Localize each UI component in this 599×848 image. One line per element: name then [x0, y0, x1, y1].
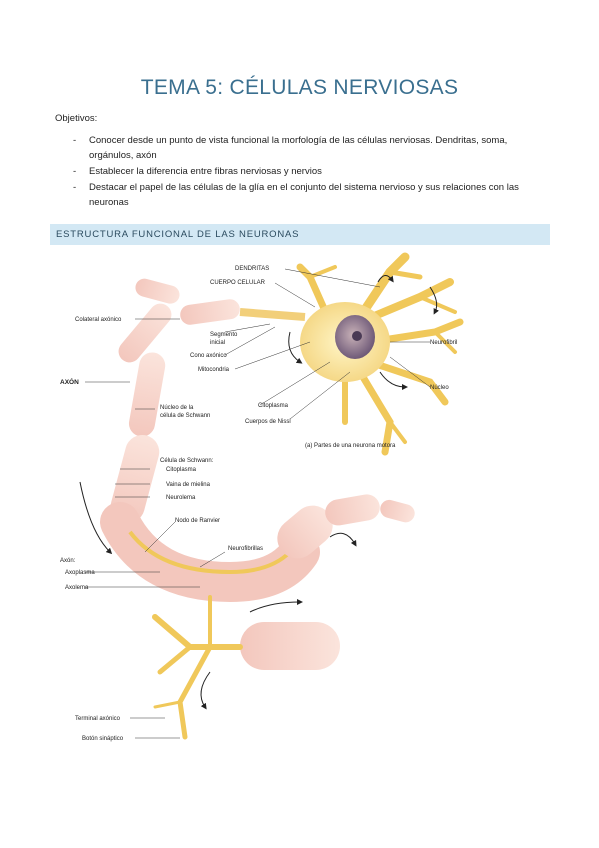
- label-axoplasma: Axoplasma: [65, 570, 95, 576]
- section-header: ESTRUCTURA FUNCIONAL DE LAS NEURONAS: [50, 224, 550, 245]
- label-dendritas: DENDRITAS: [235, 266, 269, 272]
- label-cuerpo-celular: CUERPO CELULAR: [210, 280, 266, 286]
- list-item: -Conocer desde un punto de vista funcion…: [73, 135, 508, 161]
- label-neurofibrillas: Neurofibrillas: [228, 546, 263, 552]
- label-cuerpos-nissl: Cuerpos de Nissl: [245, 419, 291, 425]
- axon-terminals: [152, 595, 243, 740]
- label-axon: AXÓN: [60, 377, 79, 386]
- label-boton: Botón sináptico: [82, 736, 124, 742]
- objectives-label: Objetivos:: [55, 113, 98, 124]
- list-item: -Destacar el papel de las células de la …: [73, 182, 519, 208]
- bullet-dash: -: [73, 182, 77, 193]
- label-neurolema: Neurolema: [166, 495, 196, 501]
- label-cono: Cono axónico: [190, 353, 227, 359]
- bullet-dash: -: [73, 166, 77, 177]
- label-nodo: Nodo de Ranvier: [175, 518, 220, 524]
- label-nucleo: Núcleo: [430, 385, 449, 391]
- label-axolema: Axolema: [65, 585, 89, 591]
- label-celula-schwann: Célula de Schwann:: [160, 458, 214, 464]
- label-citoplasma: Citoplasma: [258, 403, 289, 409]
- bullet-dash: -: [73, 135, 77, 146]
- label-vaina: Vaina de mielina: [166, 482, 211, 488]
- leader-lines: [85, 268, 431, 739]
- neuron-illustration: DENDRITAS CUERPO CELULAR Colateral axóni…: [60, 252, 464, 742]
- label-nucleo-schwann-2: célula de Schwann: [160, 413, 210, 419]
- section-title: ESTRUCTURA FUNCIONAL DE LAS NEURONAS: [56, 229, 300, 240]
- label-nucleo-schwann-1: Núcleo de la: [160, 405, 194, 411]
- label-segmento-2: inicial: [210, 340, 225, 346]
- label-axon2: Axón:: [60, 558, 76, 564]
- label-citoplasma2: Citoplasma: [166, 467, 197, 473]
- list-item: -Establecer la diferencia entre fibras n…: [73, 166, 322, 177]
- axon-path: [100, 278, 415, 670]
- direction-arrows: [79, 275, 440, 710]
- objectives-list: -Conocer desde un punto de vista funcion…: [55, 133, 545, 211]
- label-segmento-1: Segmento: [210, 332, 238, 338]
- label-mitocondria: Mitocondria: [198, 367, 230, 373]
- label-colateral: Colateral axónico: [75, 317, 122, 323]
- label-terminal: Terminal axónico: [75, 716, 121, 722]
- figure-caption: (a) Partes de una neurona motora: [305, 443, 396, 449]
- page-title: TEMA 5: CÉLULAS NERVIOSAS: [140, 76, 459, 99]
- label-neurofibril: Neurofibril: [430, 340, 457, 346]
